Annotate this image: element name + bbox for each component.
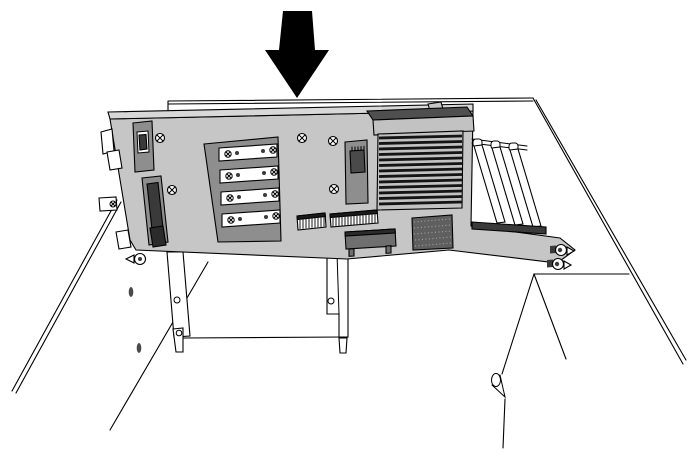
screw-4 xyxy=(327,135,339,147)
heatsink-body xyxy=(372,115,475,136)
connector-foot-right xyxy=(385,245,392,254)
right-rail xyxy=(532,97,687,365)
textured-chip xyxy=(411,214,454,251)
pin-header-2 xyxy=(329,209,379,228)
screw-5 xyxy=(328,183,340,195)
simm-socket-bank xyxy=(203,136,282,243)
simm-slot-1 xyxy=(218,143,278,162)
power-connector xyxy=(344,228,397,257)
simm-slot-2 xyxy=(219,165,279,184)
expansion-slot-bracket-3 xyxy=(508,142,542,228)
right-thumbscrew-1 xyxy=(550,243,576,257)
left-clip xyxy=(98,196,118,212)
left-thumbscrew xyxy=(124,252,147,266)
expansion-slot-brackets xyxy=(471,138,547,235)
board-components xyxy=(132,106,576,271)
keyhole-slot xyxy=(491,373,506,399)
keyboard-connector xyxy=(132,120,155,173)
board-left-notch xyxy=(106,149,123,171)
leg-middle-seam xyxy=(336,252,340,315)
connector-foot-left xyxy=(348,248,355,257)
screw-2 xyxy=(166,184,178,196)
leg-middle-foot xyxy=(338,337,348,354)
heatsink-fins xyxy=(378,134,463,206)
right-thumbscrew-2 xyxy=(547,257,573,271)
bracket-rail xyxy=(471,221,547,235)
leg-left-pin xyxy=(175,329,183,337)
pin-header-1 xyxy=(296,212,327,231)
io-edge-connector xyxy=(141,175,169,248)
expansion-slot-bracket-2 xyxy=(490,140,524,226)
back-panel-edge xyxy=(167,97,534,111)
leg-middle-hole xyxy=(327,297,335,305)
floor-right-edges xyxy=(501,273,630,449)
floor-frame-edge xyxy=(182,336,346,339)
socketed-chip xyxy=(344,139,369,205)
push-pin-2 xyxy=(136,343,142,353)
push-pin-1 xyxy=(128,287,134,297)
chip-pins xyxy=(351,145,365,152)
leg-left-hole xyxy=(173,296,181,304)
simm-slot-3 xyxy=(220,187,280,206)
chip-speckle xyxy=(413,218,453,247)
board-left-tab xyxy=(100,128,115,155)
processor-heatsink xyxy=(365,106,475,211)
support-leg-left xyxy=(166,251,191,338)
screw-3 xyxy=(296,132,308,144)
board-top-edge xyxy=(107,103,474,120)
down-arrow-icon xyxy=(265,11,329,98)
board-bottom-notch xyxy=(115,229,132,250)
floor-front-edge xyxy=(109,261,209,431)
simm-slot-4 xyxy=(221,209,281,228)
left-rail xyxy=(11,199,122,394)
screw-1 xyxy=(154,132,166,144)
chassis xyxy=(11,97,687,449)
expansion-slot-bracket-1 xyxy=(472,138,506,224)
